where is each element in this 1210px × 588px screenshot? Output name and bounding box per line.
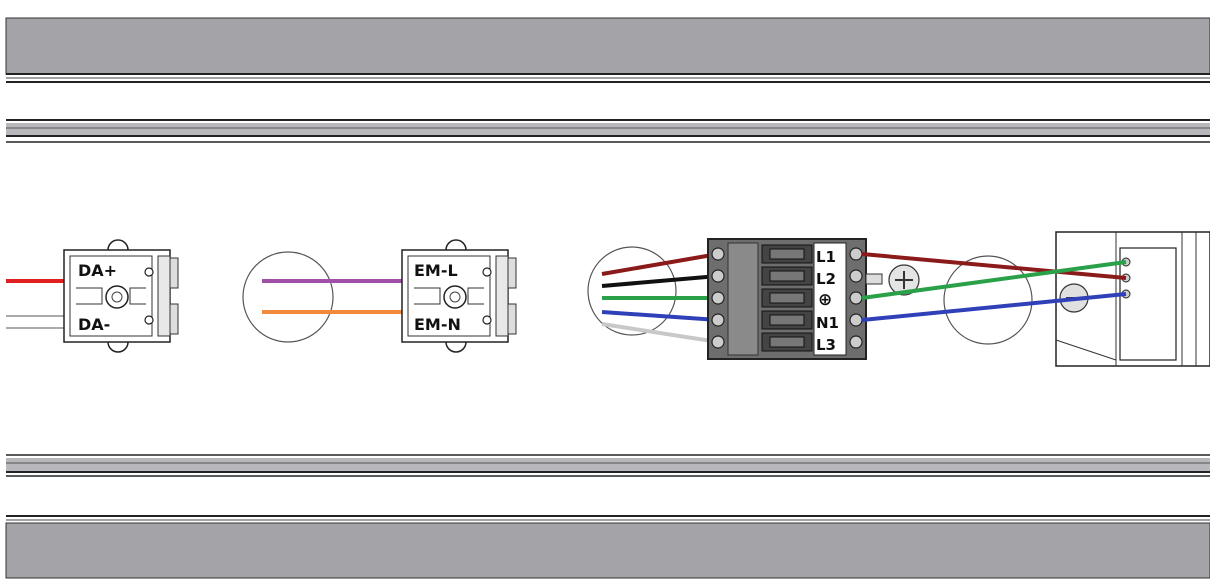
da-plus-label: DA+	[78, 261, 117, 280]
terminal-slots	[761, 244, 813, 352]
em-n-label: EM-N	[414, 315, 461, 334]
em-wires	[262, 279, 410, 314]
mains-input-wires	[601, 252, 719, 344]
em-gland-circle	[242, 251, 334, 343]
terminal-right-clamps	[849, 247, 863, 349]
da-minus-label: DA-	[78, 315, 110, 334]
em-l-label: EM-L	[414, 261, 458, 280]
mains-gland-circle	[587, 246, 677, 336]
terminal-label-l1: L1	[816, 248, 836, 266]
bottom-rail	[5, 515, 1210, 579]
terminal-block: L1 L2 ⊕ N1 L3	[707, 238, 867, 360]
lower-ledge	[6, 454, 1210, 477]
terminal-label-l2: L2	[816, 270, 836, 288]
output-wires	[861, 252, 1127, 322]
earth-symbol-icon: ⊕	[818, 290, 832, 310]
upper-ledge	[6, 119, 1210, 143]
terminal-label-n1: N1	[816, 314, 839, 332]
mounting-screw-icon	[865, 264, 920, 296]
terminal-left-clamps	[711, 247, 725, 349]
terminal-label-l3: L3	[816, 336, 836, 354]
top-rail	[5, 17, 1210, 83]
da-input-wires	[6, 279, 64, 329]
da-connector: DA+ DA-	[63, 239, 179, 353]
em-connector: EM-L EM-N	[401, 239, 517, 353]
